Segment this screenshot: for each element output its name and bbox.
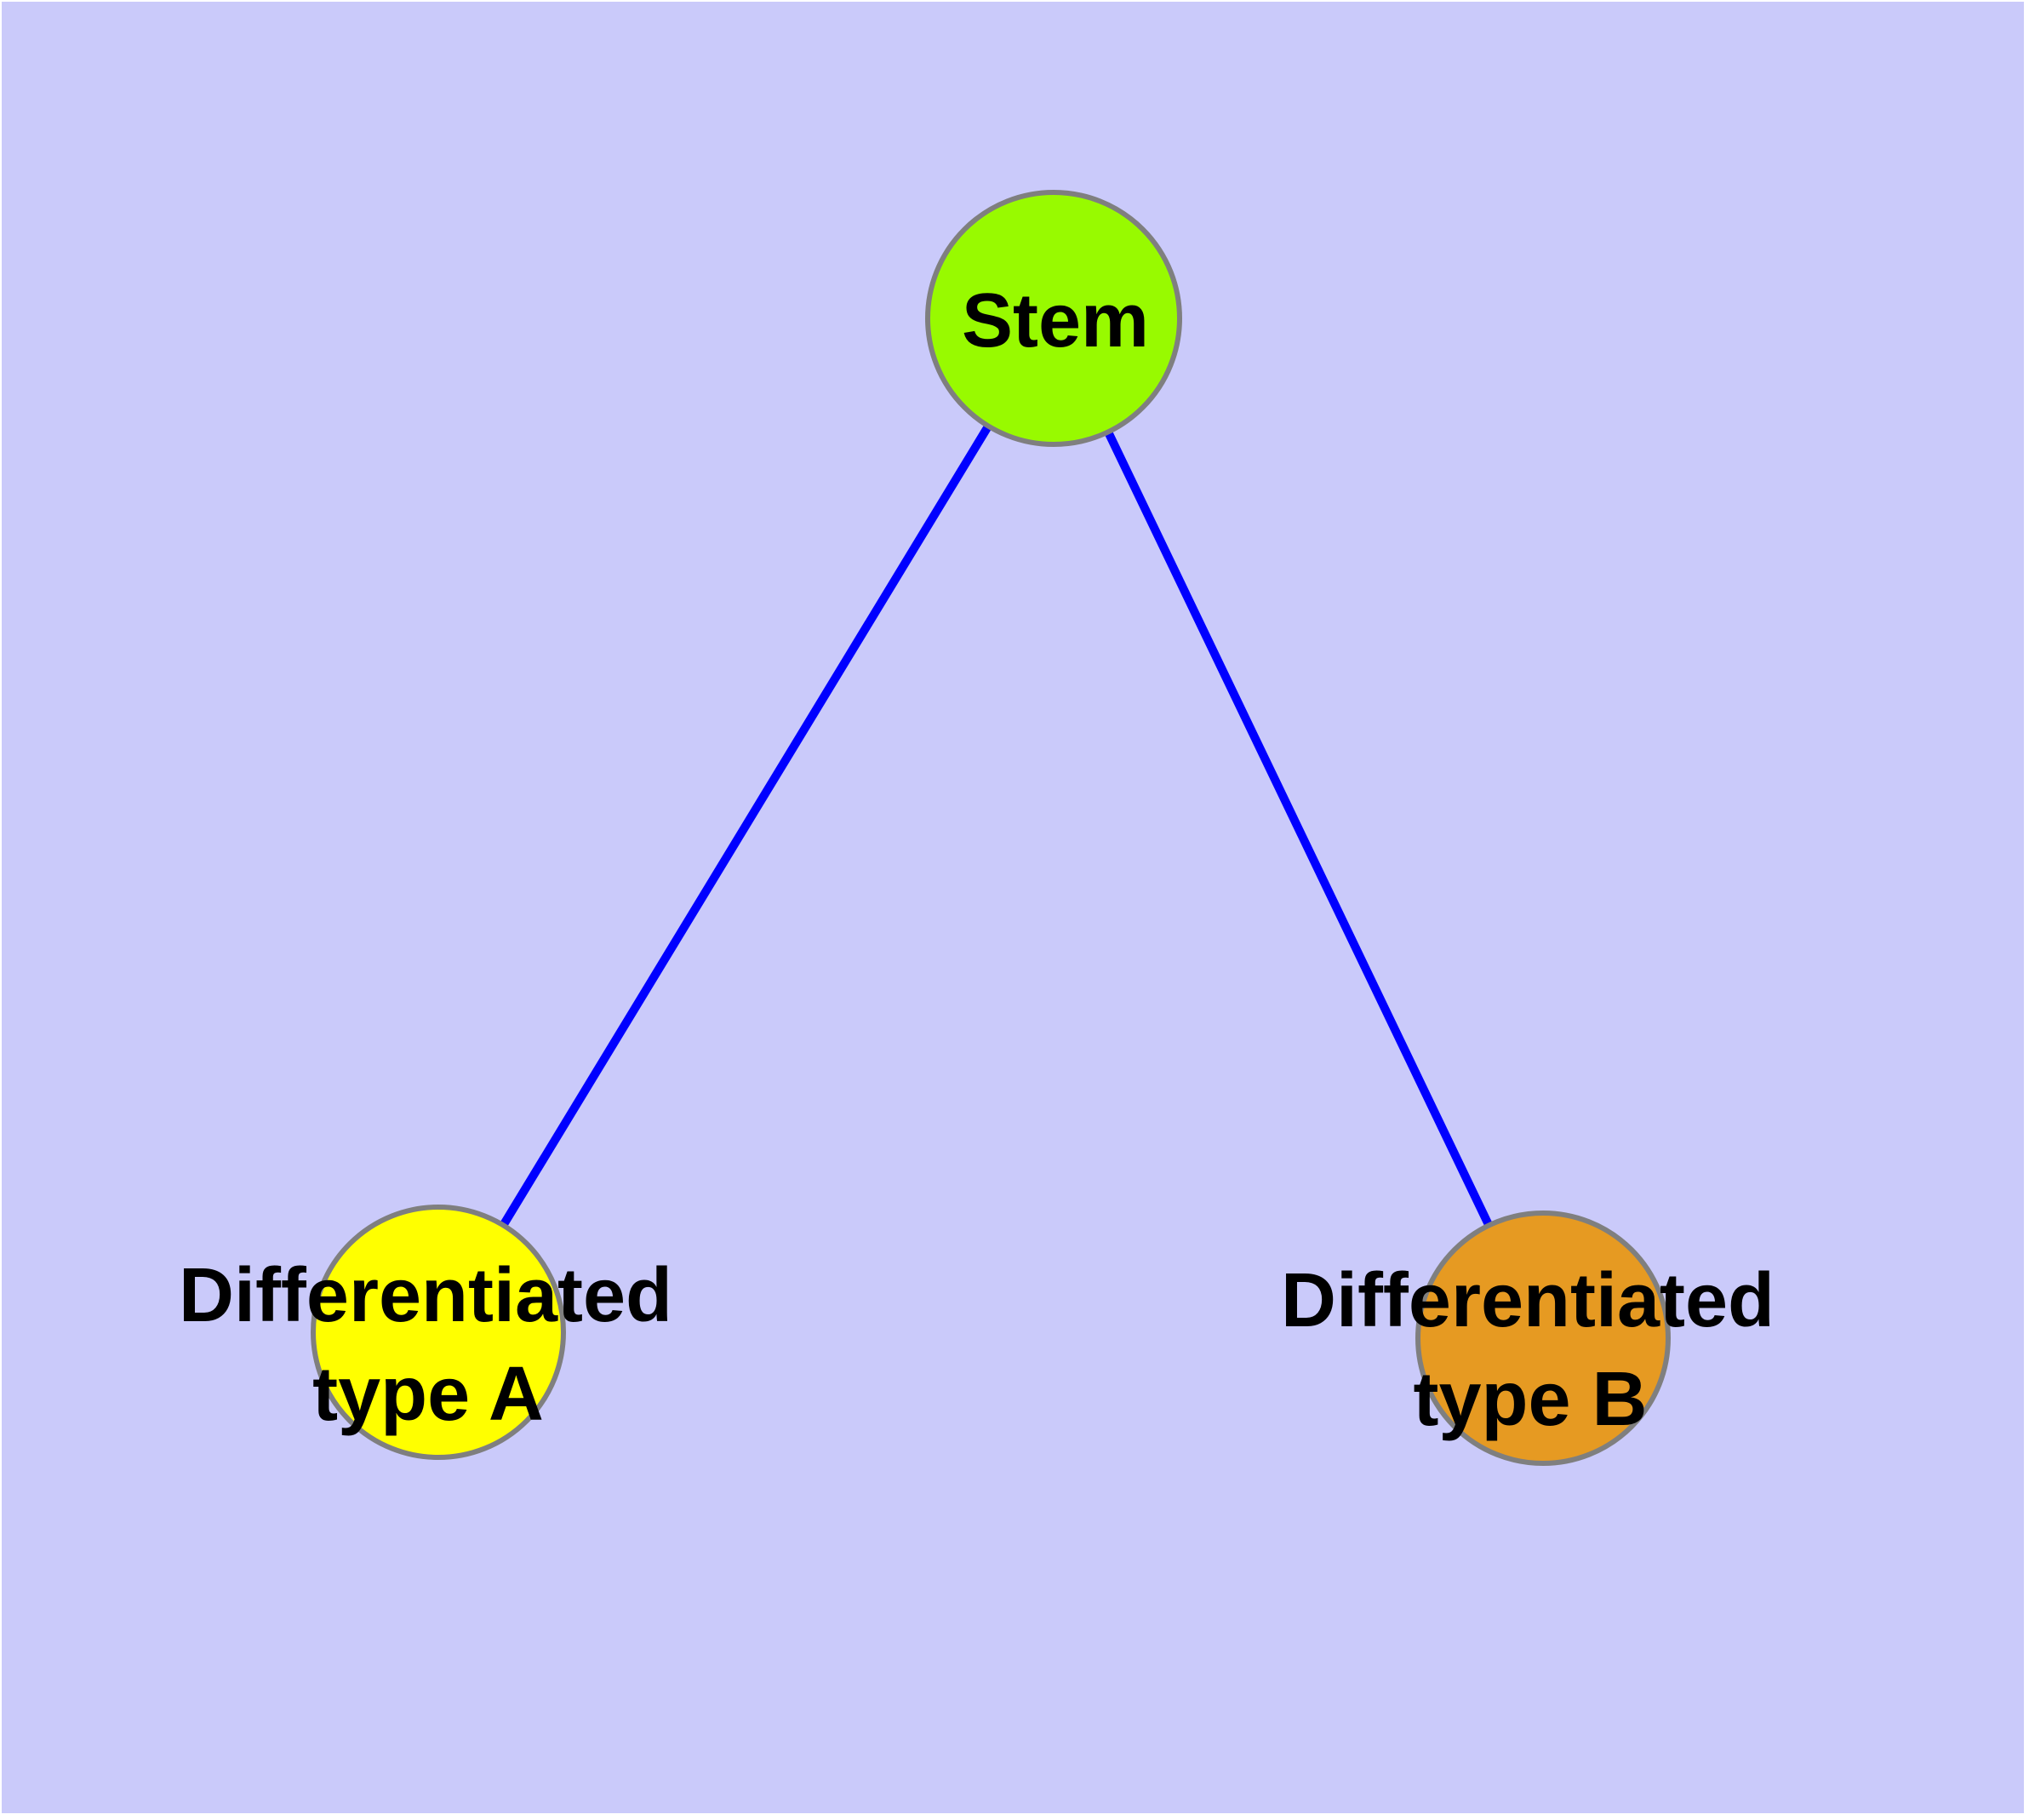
node-differentiated-type-a bbox=[311, 1205, 566, 1460]
node-stem bbox=[925, 190, 1182, 447]
edge-stem-to-type-a bbox=[434, 316, 1058, 1335]
node-type-b-label-line2: type B bbox=[1413, 1357, 1647, 1442]
node-type-a-label-line1: Differentiated bbox=[179, 1253, 672, 1338]
edge-stem-to-type-b bbox=[1049, 316, 1547, 1341]
node-stem-label: Stem bbox=[962, 278, 1149, 363]
node-type-b-label-line1: Differentiated bbox=[1281, 1258, 1775, 1343]
node-differentiated-type-b bbox=[1415, 1210, 1671, 1466]
node-type-a-label-line2: type A bbox=[312, 1352, 544, 1437]
